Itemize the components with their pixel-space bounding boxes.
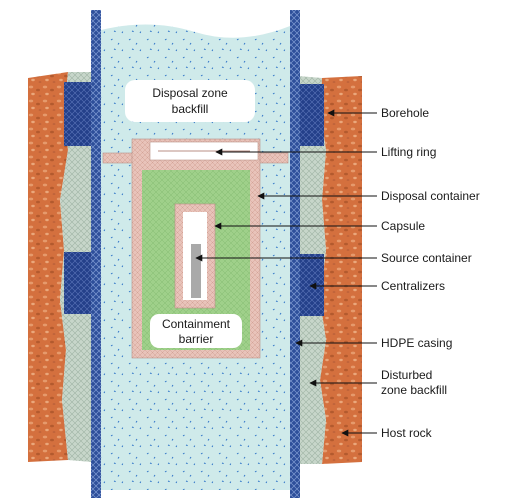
centralizer-lower-left — [64, 252, 92, 314]
barrier-label-line1: Containment — [162, 317, 231, 331]
host-rock-left — [28, 72, 68, 462]
label-centralizers: Centralizers — [381, 279, 445, 293]
source-container — [191, 244, 201, 298]
label-borehole: Borehole — [381, 106, 429, 120]
label-host-rock: Host rock — [381, 426, 433, 440]
label-disturbed-line2: zone backfill — [381, 383, 447, 397]
barrier-label-line2: barrier — [179, 332, 214, 346]
centralizer-upper-left — [64, 82, 92, 146]
label-hdpe-casing: HDPE casing — [381, 336, 452, 350]
host-rock-right — [320, 76, 362, 464]
label-lifting-ring: Lifting ring — [381, 145, 436, 159]
backfill-label-line1: Disposal zone — [152, 86, 228, 100]
hdpe-casing-right — [290, 10, 300, 498]
label-disturbed-line1: Disturbed — [381, 368, 432, 382]
label-capsule: Capsule — [381, 219, 425, 233]
centralizer-upper-right — [298, 84, 324, 146]
label-disposal-container: Disposal container — [381, 189, 480, 203]
centralizer-lower-right — [298, 254, 324, 316]
backfill-label-line2: backfill — [172, 102, 209, 116]
label-source-container: Source container — [381, 251, 472, 265]
hdpe-casing-left — [91, 10, 101, 498]
